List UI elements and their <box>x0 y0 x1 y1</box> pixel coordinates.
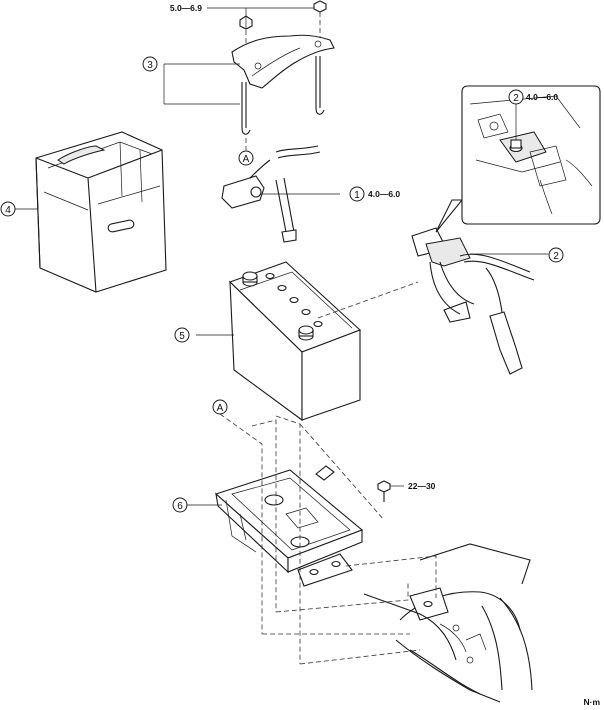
callout-1-label: 1 <box>354 190 360 201</box>
torque-terminal-1: 4.0—6.0 <box>368 189 400 199</box>
torque-terminal-2-detail: 4.0—6.0 <box>526 92 558 102</box>
callout-5: 5 <box>174 327 190 343</box>
terminal-detail-inset <box>435 85 601 233</box>
tray-bolt <box>377 480 404 502</box>
alignment-guides <box>219 413 437 665</box>
nut-right <box>313 0 327 13</box>
battery-tray <box>186 465 364 587</box>
torque-tray-bolt: 22—30 <box>408 481 436 491</box>
battery-clamp-assembly <box>163 0 335 150</box>
callout-1: 1 <box>349 186 365 202</box>
negative-terminal-harness <box>221 145 340 243</box>
callout-2-label: 2 <box>553 251 559 262</box>
nut-left <box>239 15 253 30</box>
callout-a-top-label: A <box>243 154 250 165</box>
callout-3: 3 <box>142 56 158 72</box>
battery-cover-box <box>35 131 167 293</box>
callout-3-label: 3 <box>147 60 153 71</box>
callout-4: 4 <box>0 201 38 217</box>
battery <box>196 261 419 422</box>
callout-4-label: 4 <box>5 205 11 216</box>
callout-2: 2 <box>548 247 564 263</box>
callout-2-detail-label: 2 <box>513 93 519 104</box>
callout-a-bottom: A <box>212 399 228 415</box>
torque-top-nuts: 5.0—6.9 <box>170 3 202 13</box>
torque-unit-label: N·m <box>583 697 600 707</box>
positive-terminal-harness <box>411 227 548 375</box>
callout-2-detail: 2 <box>508 89 524 105</box>
callout-6-label: 6 <box>177 501 183 512</box>
callout-a-bottom-label: A <box>217 403 224 414</box>
callout-a-top: A <box>238 150 254 166</box>
callout-6: 6 <box>172 497 188 513</box>
vehicle-body-mount <box>363 543 533 703</box>
callout-5-label: 5 <box>179 331 185 342</box>
